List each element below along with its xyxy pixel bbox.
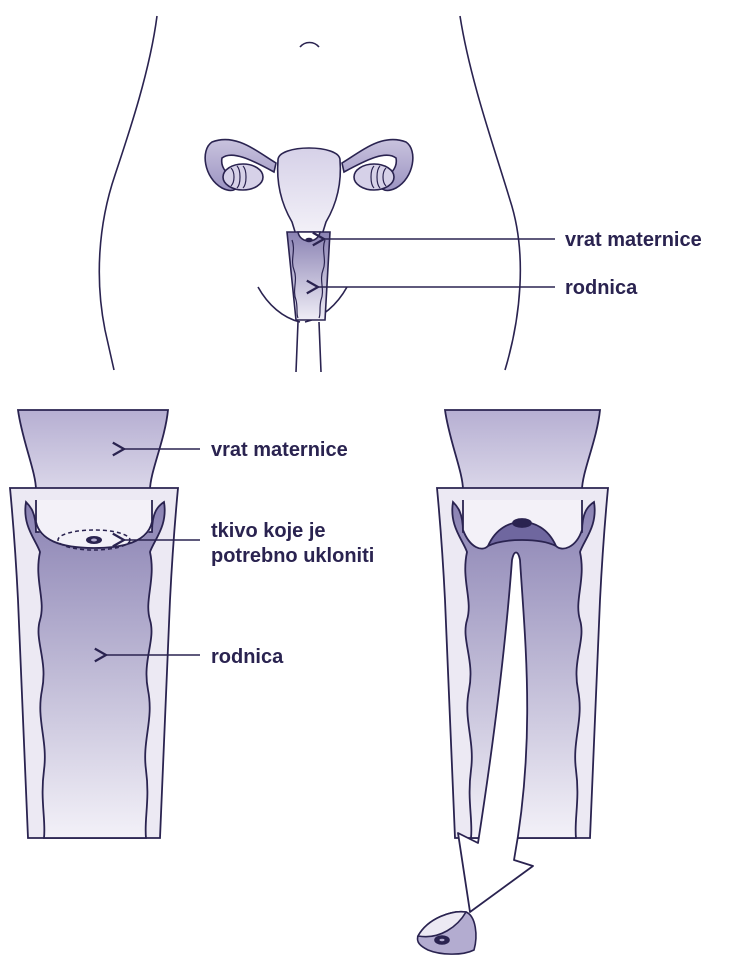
bottom-left-figure [10,410,178,838]
right-ovary [354,164,394,190]
uterus-illustration [205,139,413,320]
top-label-vagina: rodnica [565,277,638,299]
bl-label-tissue-line1: tkivo koje je [211,520,326,542]
left-ovary [223,164,263,190]
uterus-body [278,148,341,235]
top-label-cervix: vrat maternice [565,229,702,251]
excised-cone [417,912,475,954]
left-vagina-canal [25,502,164,838]
bl-label-tissue-line2: potrebno ukloniti [211,545,374,567]
bl-label-cervix: vrat maternice [211,439,348,461]
bl-label-vagina: rodnica [211,646,284,668]
